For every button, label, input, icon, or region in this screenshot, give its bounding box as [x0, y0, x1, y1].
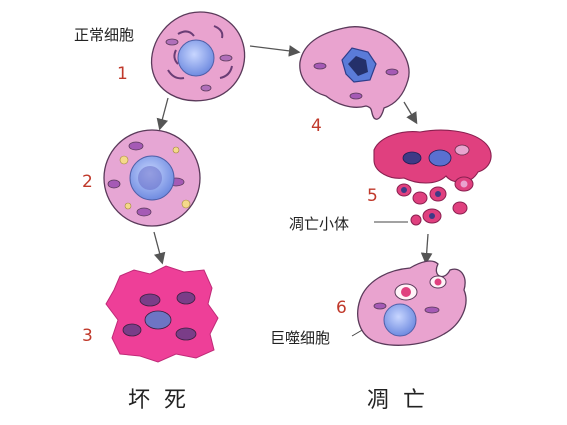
step-number-3: 3: [82, 326, 93, 346]
necrotic-cell: [105, 265, 219, 363]
apoptotic-body-label: 凋亡小体: [289, 215, 350, 233]
normal-cell: [150, 11, 246, 102]
nucleus: [383, 303, 417, 337]
step-number-1: 1: [117, 64, 128, 84]
step-number-2: 2: [82, 172, 93, 192]
shrinking-cell: [299, 26, 410, 120]
arrow-4-to-5: [403, 101, 418, 125]
swollen-cell: [103, 129, 201, 227]
necrosis-caption: 坏死: [128, 388, 201, 413]
apoptosis-caption: 凋亡: [367, 388, 440, 413]
nucleus: [177, 39, 215, 77]
arrows: [153, 45, 433, 337]
step-number-5: 5: [367, 186, 378, 206]
arrow-1-to-4: [249, 45, 301, 57]
macrophage-label: 巨噬细胞: [270, 329, 331, 347]
step-number-6: 6: [336, 298, 347, 318]
step-number-4: 4: [311, 116, 322, 136]
normal-cell-label: 正常细胞: [74, 26, 135, 44]
arrow-1-to-2: [156, 97, 169, 131]
arrow-5-to-6: [420, 233, 433, 265]
macrophage-cell: [357, 260, 467, 346]
fragmenting-cell: [373, 129, 492, 226]
arrow-2-to-3: [153, 231, 166, 265]
